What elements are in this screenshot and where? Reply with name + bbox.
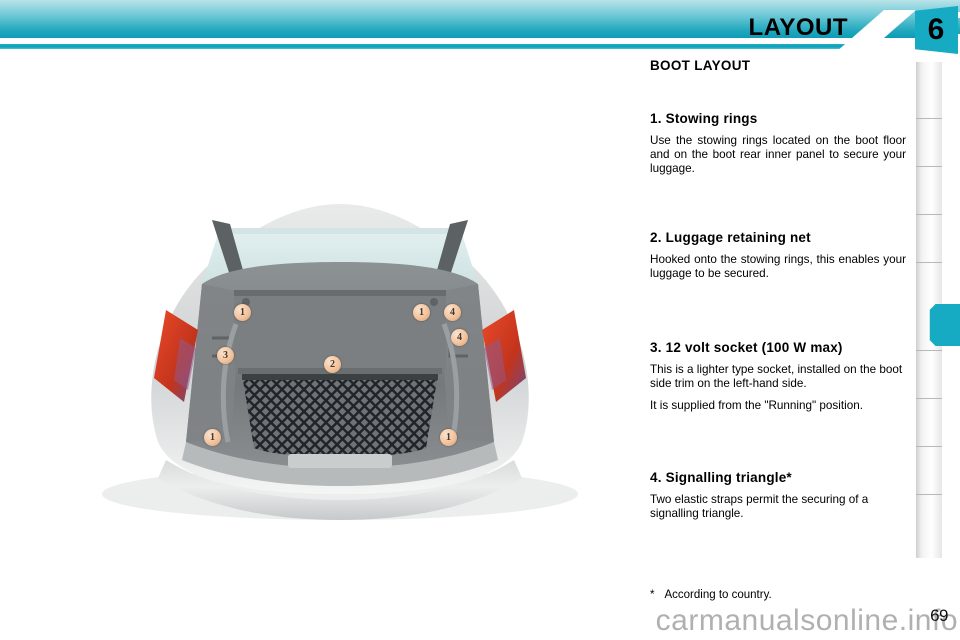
edge-strip-divider xyxy=(916,118,942,119)
section-4-title: 4. Signalling triangle* xyxy=(650,470,792,485)
section-3-title: 3. 12 volt socket (100 W max) xyxy=(650,340,843,355)
watermark: carmanualsonline.info xyxy=(655,604,958,637)
chapter-number: 6 xyxy=(927,13,945,46)
section-block-3: 3. 12 volt socket (100 W max) This is a … xyxy=(650,340,906,414)
paragraph-spacer xyxy=(650,391,906,399)
chapter-tab[interactable]: 6 xyxy=(908,6,958,54)
section-1-paragraph-1: Use the stowing rings located on the boo… xyxy=(650,134,906,176)
boot-layout-illustration xyxy=(62,142,618,520)
page-title: LAYOUT xyxy=(748,14,848,41)
callout-marker-1: 1 xyxy=(440,429,457,446)
header-band xyxy=(0,0,960,38)
callout-marker-1: 1 xyxy=(413,304,430,321)
section-block-2: 2. Luggage retaining net Hooked onto the… xyxy=(650,230,906,281)
edge-strip-divider xyxy=(916,494,942,495)
callout-marker-1: 1 xyxy=(204,429,221,446)
boot-layout-heading-block: BOOT LAYOUT xyxy=(650,58,906,73)
callout-marker-4: 4 xyxy=(451,329,468,346)
callout-marker-3: 3 xyxy=(217,347,234,364)
callout-marker-1: 1 xyxy=(234,304,251,321)
active-chapter-edge-tab[interactable] xyxy=(929,304,960,346)
footnote: * According to country. xyxy=(650,589,910,601)
edge-strip-divider xyxy=(916,446,942,447)
edge-strip-divider xyxy=(916,398,942,399)
section-3-paragraph-2: It is supplied from the "Running" positi… xyxy=(650,399,863,413)
header-gap xyxy=(0,38,960,44)
edge-strip-divider xyxy=(916,262,942,263)
section-2-title: 2. Luggage retaining net xyxy=(650,230,811,245)
section-block-1: 1. Stowing rings Use the stowing rings l… xyxy=(650,111,906,177)
edge-strip-divider xyxy=(916,214,942,215)
page-number: 69 xyxy=(930,606,948,625)
section-3-paragraph-1: This is a lighter type socket, installed… xyxy=(650,363,903,391)
section-block-4: 4. Signalling triangle* Two elastic stra… xyxy=(650,470,906,521)
edge-strip-divider xyxy=(916,350,942,351)
section-2-paragraph-1: Hooked onto the stowing rings, this enab… xyxy=(650,253,906,281)
section-4-paragraph-1: Two elastic straps permit the securing o… xyxy=(650,493,869,521)
car-rear-illustration-svg xyxy=(102,204,578,520)
footnote-marker: * xyxy=(650,589,655,601)
callout-marker-4: 4 xyxy=(444,304,461,321)
callout-marker-2: 2 xyxy=(324,356,341,373)
header-rule xyxy=(0,44,960,49)
section-heading: BOOT LAYOUT xyxy=(650,58,751,73)
section-1-title: 1. Stowing rings xyxy=(650,111,758,126)
footnote-text: According to country. xyxy=(664,589,772,601)
edge-strip-divider xyxy=(916,166,942,167)
